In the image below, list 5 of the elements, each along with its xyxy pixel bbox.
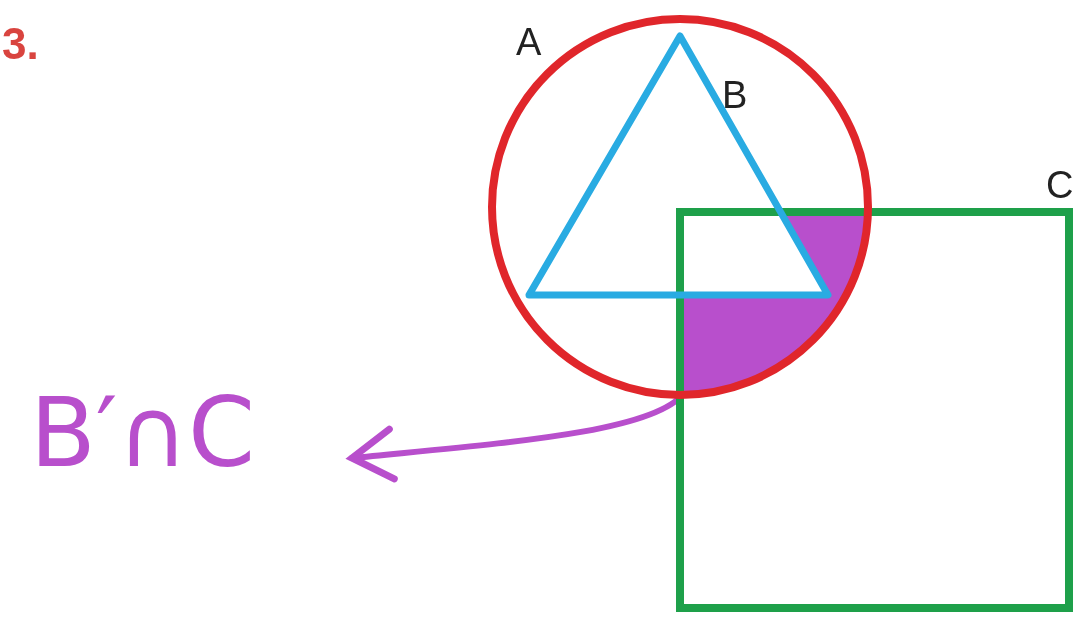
set-label: C [1046,166,1074,204]
set-label: B [722,76,748,114]
set-label: A [516,23,542,61]
set-expression: B′∩C [30,385,255,481]
question-number: 3. [2,22,39,66]
